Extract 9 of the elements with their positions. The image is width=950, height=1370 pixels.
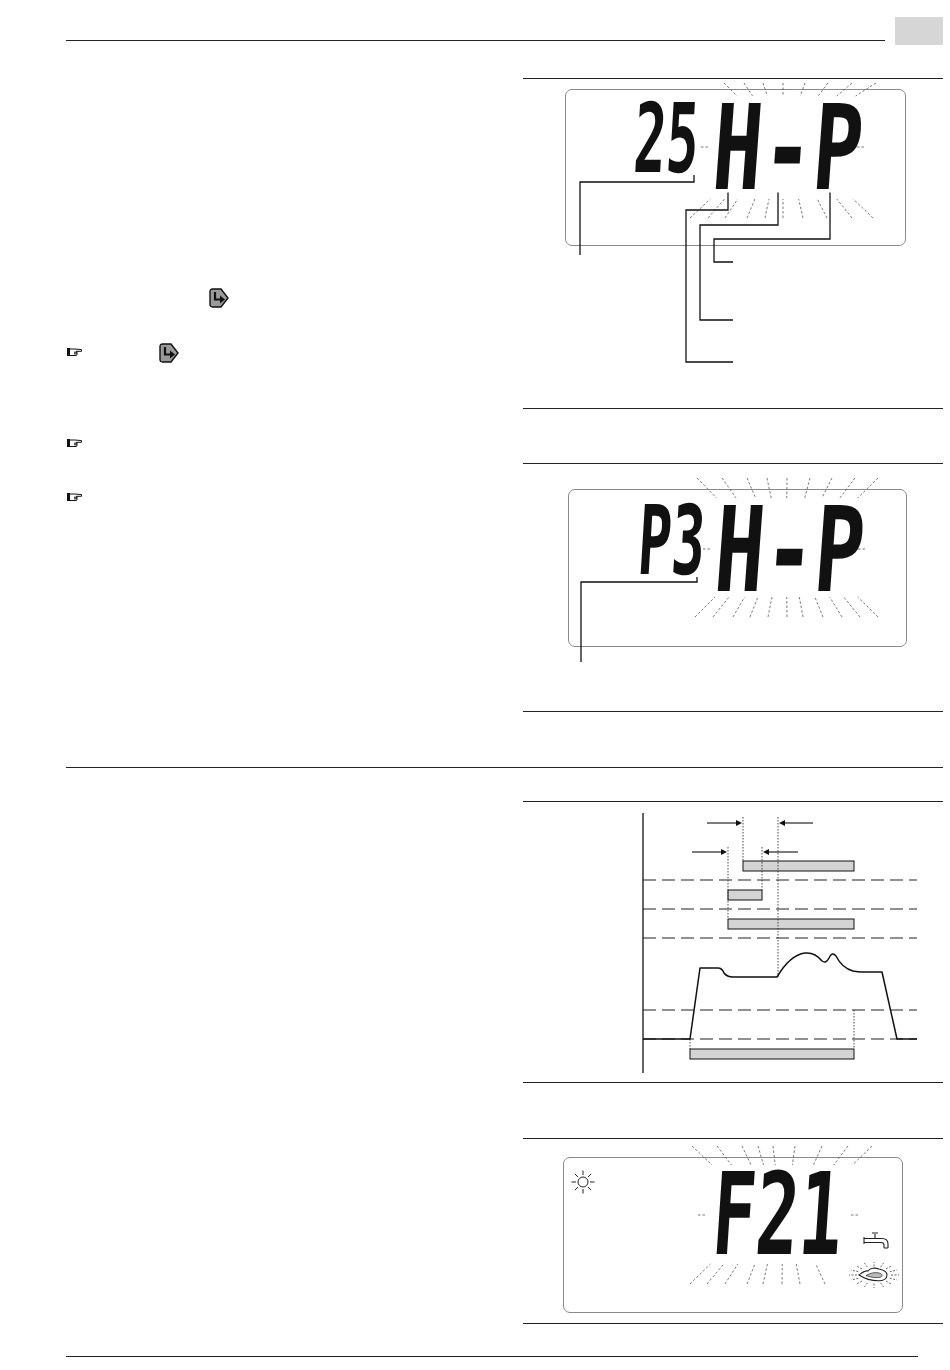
display-readout: H-P <box>712 506 868 595</box>
lcd-display-panel <box>565 89 906 246</box>
lcd-display-panel <box>568 489 907 647</box>
leader-line <box>579 174 695 256</box>
leader-line <box>699 191 779 321</box>
leader-line <box>580 576 698 663</box>
leader-line <box>713 191 831 263</box>
leader-line <box>685 191 734 363</box>
lcd-display-panel <box>563 1157 903 1313</box>
